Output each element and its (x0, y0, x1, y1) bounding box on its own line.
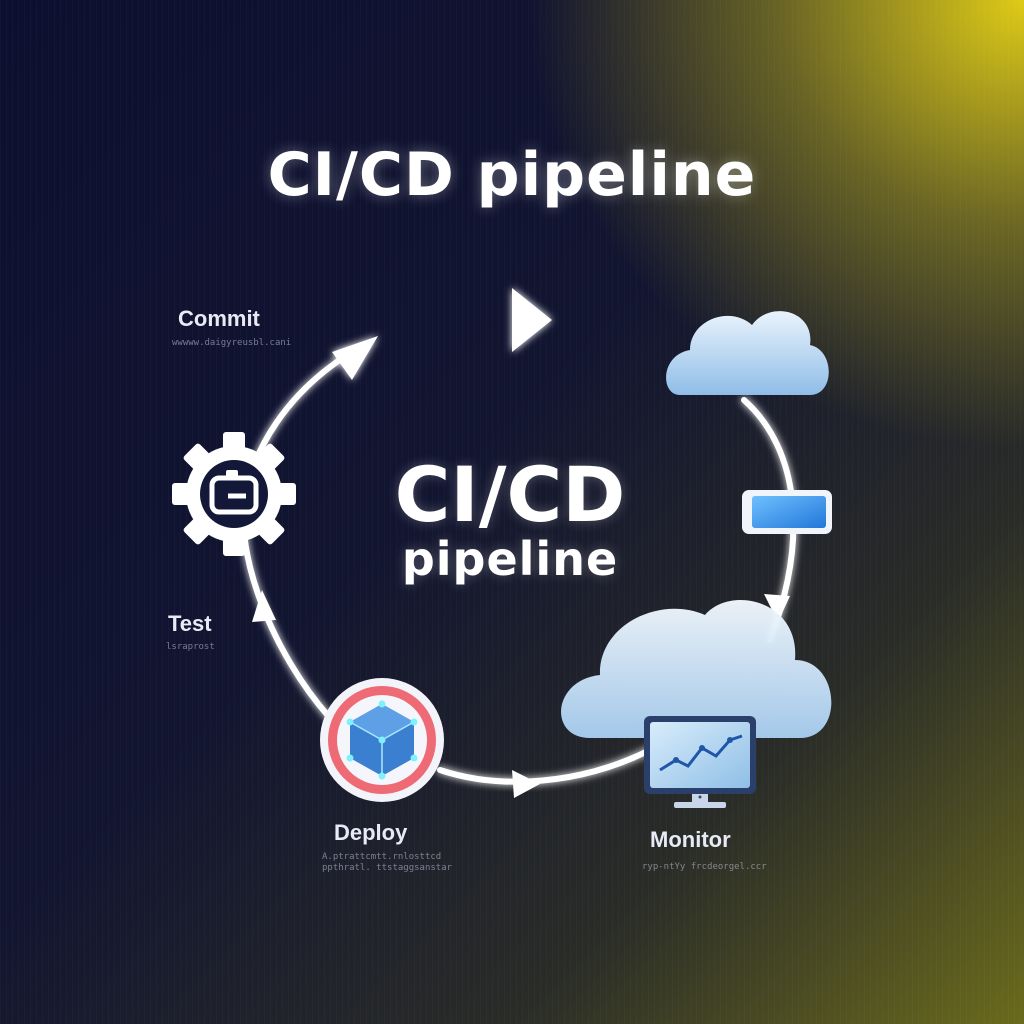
arrow-head-right (764, 594, 790, 622)
stage-caption-test: lsraprost (166, 642, 215, 652)
stage-label-deploy: Deploy (334, 820, 408, 845)
gear-icon (172, 432, 296, 556)
play-icon (512, 288, 552, 352)
arrow-head-test (252, 590, 276, 622)
arc-deploy-to-monitor (437, 747, 653, 785)
cube-network-icon (320, 678, 444, 802)
center-title: CI/CD pipeline (340, 455, 680, 583)
cloud-icon-large (561, 600, 832, 738)
page-title: CI/CD pipeline (267, 140, 757, 210)
stage-label-monitor: Monitor (650, 827, 731, 852)
cloud-icon (666, 311, 829, 395)
stage-label-commit: Commit (178, 306, 260, 331)
center-title-line2: pipeline (401, 531, 619, 586)
stage-caption-monitor: ryp-ntYy frcdeorgel.ccr (642, 862, 767, 872)
arrow-head-commit (332, 336, 378, 380)
stage-caption-deploy: A.ptrattcmtt.rnlosttcd ppthratl. ttstagg… (322, 852, 453, 873)
device-icon (742, 490, 832, 534)
stage-label-test: Test (168, 611, 212, 636)
monitor-chart-icon (644, 716, 756, 808)
arrow-head-deploy (512, 770, 540, 798)
stage-caption-commit: wwwww.daigyreusbl.cani (172, 338, 292, 348)
center-title-line1: CI/CD (394, 450, 626, 539)
